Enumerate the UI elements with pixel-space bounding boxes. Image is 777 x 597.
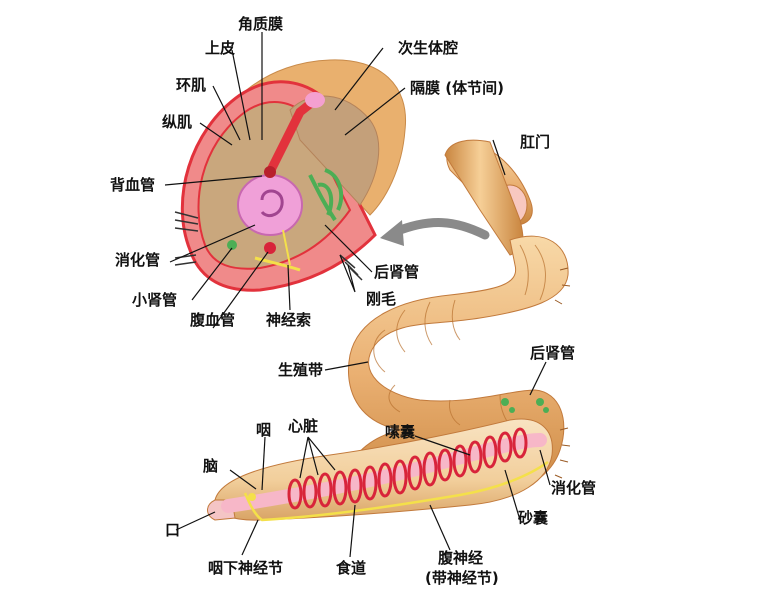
leader-lines <box>164 32 551 558</box>
label-nerve-cord: 神经索 <box>266 311 312 329</box>
label-heart: 心脏 <box>288 417 319 435</box>
label-mouth: 口 <box>165 521 181 539</box>
label-setae: 刚毛 <box>366 290 397 308</box>
label-cuticle: 角质膜 <box>238 15 284 33</box>
label-ventral-vessel: 腹血管 <box>190 311 236 329</box>
label-pharynx: 咽 <box>256 421 272 439</box>
worm-body <box>207 139 571 522</box>
label-ventral-nerve-cord-note: (带神经节) <box>425 569 499 587</box>
label-secondary-coelom: 次生体腔 <box>398 39 459 57</box>
label-brain: 脑 <box>203 457 219 475</box>
label-posterior-nephridium-section: 后肾管 <box>374 263 420 281</box>
label-septum: 隔膜 (体节间) <box>410 79 504 97</box>
label-subpharyngeal-ganglion: 咽下神经节 <box>208 559 284 577</box>
label-esophagus: 食道 <box>336 559 367 577</box>
label-dorsal-vessel: 背血管 <box>110 176 156 194</box>
label-epidermis: 上皮 <box>205 39 236 57</box>
label-seminal-vesicle: 嗉囊 <box>385 423 416 441</box>
label-digestive-tube-section: 消化管 <box>115 251 161 269</box>
label-digestive-tube-body: 消化管 <box>551 479 597 497</box>
label-clitellum: 生殖带 <box>278 361 324 379</box>
label-ventral-nerve-cord: 腹神经 <box>438 549 484 567</box>
label-small-nephridium: 小肾管 <box>132 291 178 309</box>
label-posterior-nephridium-body: 后肾管 <box>530 344 576 362</box>
cross-section <box>174 59 533 292</box>
label-gizzard: 砂囊 <box>518 509 549 527</box>
label-circular-muscle: 环肌 <box>176 76 207 94</box>
label-longitudinal-muscle: 纵肌 <box>162 113 193 131</box>
label-anus: 肛门 <box>520 133 551 151</box>
